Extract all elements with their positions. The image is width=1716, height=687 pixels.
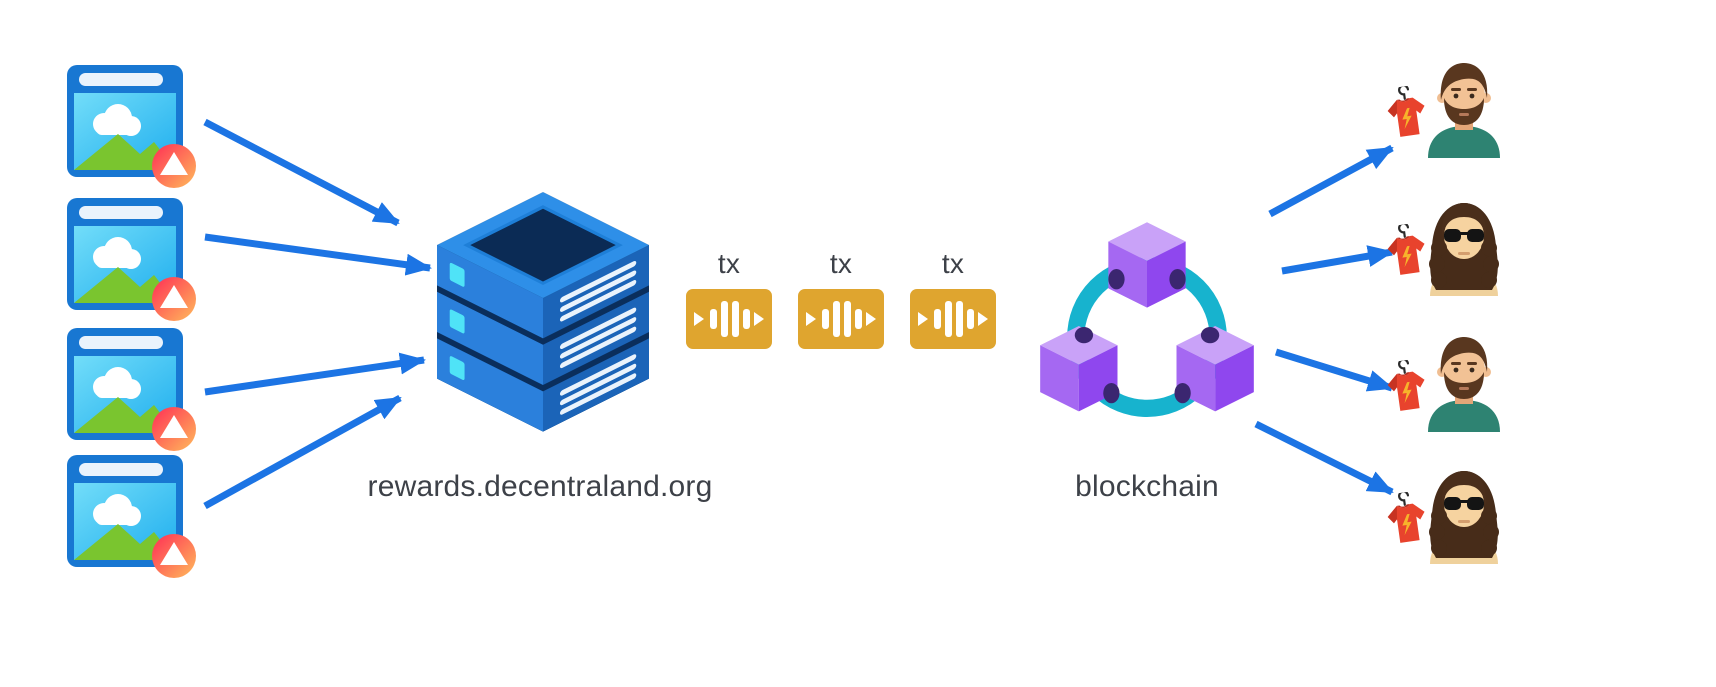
- tx-node-3: [909, 288, 997, 355]
- blockchain-node: [1030, 220, 1264, 441]
- arrow-blockchain-to-user1: [1268, 144, 1394, 218]
- transaction-block-icon: [797, 288, 885, 350]
- user-node-3: [1384, 326, 1516, 446]
- decentraland-site-window-icon: [66, 327, 198, 451]
- tx-node-1: [685, 288, 773, 355]
- sunglasses-person-avatar-icon: [1414, 460, 1514, 564]
- tx-label-3: tx: [941, 248, 965, 279]
- decentraland-site-window-icon: [66, 64, 198, 188]
- transaction-block-icon: [909, 288, 997, 350]
- blockchain-label: blockchain: [1075, 470, 1219, 503]
- arrow-blockchain-to-user4: [1254, 420, 1394, 496]
- decentraland-site-window-icon: [66, 454, 198, 578]
- decentraland-site-window-icon: [66, 197, 198, 321]
- user-node-1: [1384, 52, 1516, 172]
- tx-node-2: [797, 288, 885, 355]
- arrow-blockchain-to-user2: [1281, 245, 1394, 275]
- dapp-node-1: [66, 64, 198, 193]
- sunglasses-person-avatar-icon: [1414, 192, 1514, 296]
- bearded-man-avatar-icon: [1414, 328, 1514, 432]
- server-stack-icon: [437, 192, 649, 436]
- tx-label-1: tx: [717, 248, 741, 279]
- tx-label-2: tx: [829, 248, 853, 279]
- linked-cubes-icon: [1030, 220, 1264, 436]
- bearded-man-avatar-icon: [1414, 54, 1514, 158]
- arrow-blockchain-to-user3: [1274, 348, 1394, 392]
- dapp-node-4: [66, 454, 198, 583]
- arrow-dapp1-to-server: [203, 118, 400, 227]
- server-label: rewards.decentraland.org: [367, 470, 713, 503]
- arrow-dapp3-to-server: [204, 352, 426, 396]
- user-node-2: [1384, 190, 1516, 310]
- arrow-dapp2-to-server: [204, 233, 432, 276]
- dapp-node-3: [66, 327, 198, 456]
- dapp-node-2: [66, 197, 198, 326]
- user-node-4: [1384, 458, 1516, 578]
- transaction-block-icon: [685, 288, 773, 350]
- arrow-dapp4-to-server: [203, 394, 402, 510]
- server-node: [437, 192, 649, 441]
